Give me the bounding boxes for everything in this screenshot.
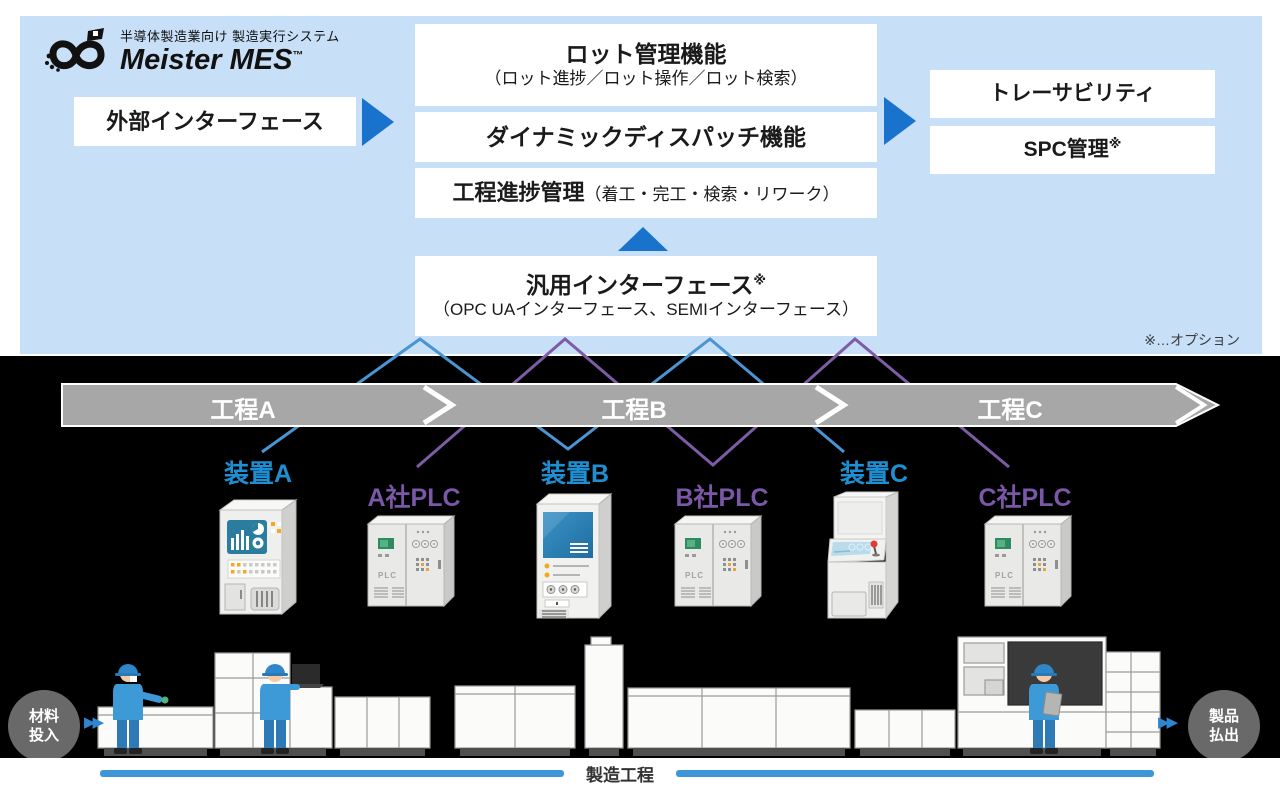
option-note: ※…オプション	[1144, 332, 1240, 348]
bottom-backdrop	[0, 758, 1280, 798]
flow-chevrons-output-icon: ▶▶	[1158, 714, 1178, 731]
traceability-box: トレーサビリティ	[930, 70, 1215, 118]
logo-text: 半導体製造業向け 製造実行システム Meister MES™	[120, 26, 340, 77]
spc-label: SPC管理※	[1023, 136, 1122, 162]
flow-arrow-right-icon	[362, 98, 394, 146]
equipment-c-label: 装置C	[839, 460, 909, 488]
factory-scene	[97, 636, 1161, 756]
process-underline-right	[676, 770, 1154, 777]
generic-interface-box: 汎用インターフェース※ （OPC UAインターフェース、SEMIインターフェース…	[415, 256, 877, 336]
banner-chevron-tip	[1174, 385, 1208, 425]
product-output-circle: 製品払出	[1188, 690, 1260, 762]
plc-a-label: A社PLC	[367, 484, 461, 512]
generic-title: 汎用インターフェース※	[525, 271, 767, 298]
equipment-b-label: 装置B	[540, 460, 610, 488]
plc-c-label: C社PLC	[978, 484, 1072, 512]
worker-figure-1	[113, 664, 169, 754]
process-a-label: 工程A	[210, 396, 276, 424]
lot-management-box: ロット管理機能 （ロット進捗／ロット操作／ロット検索）	[415, 24, 877, 106]
process-c-label: 工程C	[977, 396, 1043, 424]
equipment-a-illustration	[218, 499, 298, 616]
banner-chevron-separator-1	[422, 384, 457, 426]
worker-figure-2	[260, 664, 300, 754]
plc-connection-line	[416, 337, 1010, 469]
option-asterisk-2: ※	[753, 271, 767, 287]
product-output-label: 製品払出	[1208, 707, 1239, 745]
external-interface-box: 外部インターフェース	[74, 97, 356, 146]
progress-subtitle: （着工・完工・検索・リワーク）	[584, 185, 840, 205]
equipment-c-illustration	[827, 491, 899, 620]
dynamic-dispatch-box: ダイナミックディスパッチ機能	[415, 112, 877, 162]
equipment-b-illustration	[535, 492, 613, 620]
external-interface-label: 外部インターフェース	[106, 108, 324, 134]
plc-b-illustration	[674, 515, 762, 607]
banner-chevron-separator-2	[814, 384, 849, 426]
process-banner-arrow	[61, 383, 1221, 427]
flow-chevrons-input-icon: ▶▶	[84, 714, 104, 731]
flow-arrow-up-icon	[618, 227, 668, 251]
process-underline-left	[100, 770, 564, 777]
plc-b-label: B社PLC	[675, 484, 769, 512]
production-line-machines	[97, 636, 1161, 749]
logo-name: Meister MES™	[120, 44, 304, 76]
generic-subtitle: （OPC UAインターフェース、SEMIインターフェース）	[433, 300, 859, 320]
worker-figure-3	[1029, 664, 1063, 754]
lot-title: ロット管理機能	[565, 40, 727, 67]
manufacturing-process-label: 製造工程	[586, 766, 654, 785]
traceability-label: トレーサビリティ	[989, 81, 1156, 105]
dispatch-title: ダイナミックディスパッチ機能	[486, 123, 806, 150]
meister-mes-logo: 半導体製造業向け 製造実行システム Meister MES™	[42, 26, 340, 82]
material-input-circle: 材料投入	[8, 690, 80, 762]
equipment-a-label: 装置A	[223, 460, 293, 488]
process-b-label: 工程B	[601, 396, 667, 424]
equipment-illustrations: PLC	[218, 491, 1072, 620]
lot-subtitle: （ロット進捗／ロット操作／ロット検索）	[484, 69, 808, 89]
option-asterisk: ※	[1108, 136, 1122, 152]
material-input-label: 材料投入	[28, 707, 59, 745]
flow-arrow-right-icon-2	[884, 97, 916, 145]
process-progress-box: 工程進捗管理（着工・完工・検索・リワーク）	[415, 168, 877, 218]
infinity-logo-icon	[45, 28, 105, 72]
progress-title: 工程進捗管理（着工・完工・検索・リワーク）	[452, 180, 840, 206]
equipment-connection-line	[261, 337, 845, 454]
trademark-mark: ™	[292, 49, 304, 62]
spc-box: SPC管理※	[930, 126, 1215, 174]
plc-c-illustration	[984, 515, 1072, 607]
plc-a-illustration	[367, 515, 455, 607]
logo-tagline: 半導体製造業向け 製造実行システム	[120, 29, 340, 44]
